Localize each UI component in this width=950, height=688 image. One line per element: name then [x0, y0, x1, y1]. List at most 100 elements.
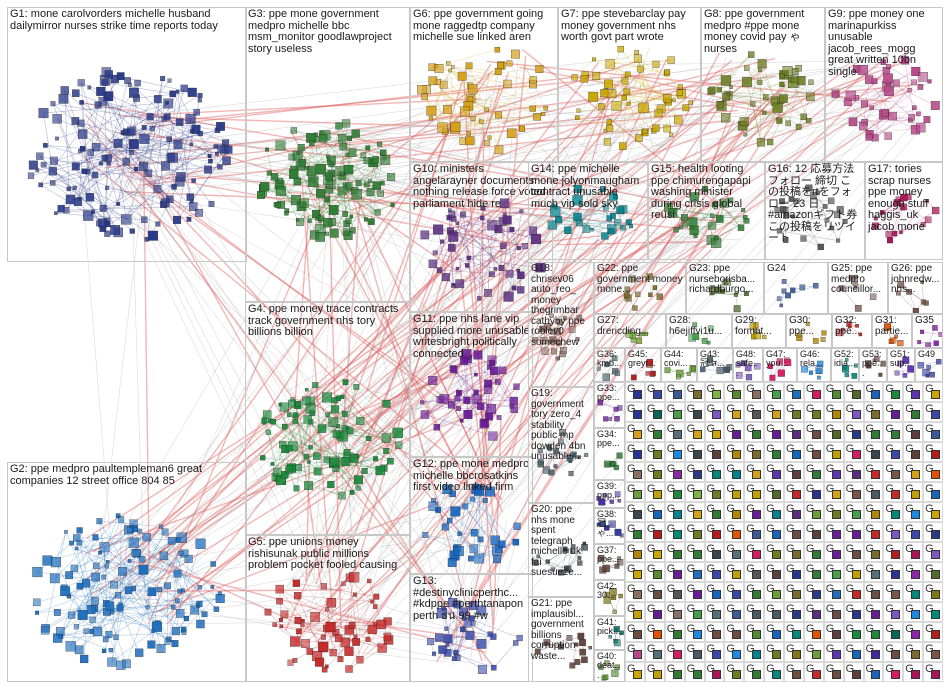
node[interactable]	[149, 125, 155, 132]
node[interactable]	[831, 590, 841, 599]
node[interactable]	[377, 190, 384, 197]
node[interactable]	[553, 464, 558, 469]
node[interactable]	[564, 548, 569, 553]
node[interactable]	[131, 549, 140, 557]
node[interactable]	[519, 209, 524, 214]
node[interactable]	[777, 369, 785, 377]
node[interactable]	[376, 619, 386, 630]
node[interactable]	[916, 122, 926, 133]
node[interactable]	[652, 470, 662, 479]
node[interactable]	[664, 69, 671, 75]
node[interactable]	[190, 129, 195, 134]
node[interactable]	[106, 560, 110, 564]
node[interactable]	[854, 363, 858, 368]
node[interactable]	[546, 444, 552, 450]
node[interactable]	[871, 570, 881, 579]
node[interactable]	[175, 598, 180, 604]
node[interactable]	[210, 585, 215, 589]
node[interactable]	[851, 490, 861, 499]
node[interactable]	[712, 410, 722, 419]
node[interactable]	[38, 108, 49, 119]
node[interactable]	[693, 233, 698, 238]
node[interactable]	[772, 610, 781, 619]
node[interactable]	[103, 91, 114, 102]
node[interactable]	[791, 68, 799, 75]
node[interactable]	[102, 636, 109, 643]
node[interactable]	[335, 122, 343, 130]
node[interactable]	[440, 239, 445, 244]
node[interactable]	[470, 116, 476, 121]
node[interactable]	[426, 105, 437, 116]
node[interactable]	[732, 670, 742, 679]
node[interactable]	[879, 210, 885, 215]
node[interactable]	[891, 410, 901, 419]
node[interactable]	[178, 550, 184, 556]
node[interactable]	[752, 610, 762, 619]
node[interactable]	[167, 152, 178, 163]
node[interactable]	[757, 67, 763, 72]
node[interactable]	[831, 490, 841, 499]
node[interactable]	[632, 470, 642, 479]
node[interactable]	[549, 336, 557, 344]
node[interactable]	[811, 490, 821, 499]
node[interactable]	[564, 565, 572, 573]
node[interactable]	[468, 615, 475, 622]
node[interactable]	[373, 456, 379, 462]
node[interactable]	[667, 56, 675, 64]
node[interactable]	[275, 185, 286, 196]
node[interactable]	[885, 231, 892, 238]
node[interactable]	[707, 356, 714, 363]
node[interactable]	[811, 410, 821, 419]
node[interactable]	[652, 490, 662, 499]
node[interactable]	[897, 340, 904, 347]
node[interactable]	[577, 632, 585, 640]
node[interactable]	[328, 417, 339, 427]
node[interactable]	[181, 630, 187, 635]
node[interactable]	[732, 530, 742, 539]
node[interactable]	[455, 266, 460, 271]
node[interactable]	[260, 455, 266, 461]
node[interactable]	[98, 161, 103, 166]
node[interactable]	[494, 145, 504, 155]
node[interactable]	[307, 218, 312, 223]
node[interactable]	[781, 279, 787, 284]
node[interactable]	[712, 650, 722, 659]
node[interactable]	[598, 498, 606, 506]
node[interactable]	[900, 56, 909, 65]
node[interactable]	[498, 366, 507, 375]
node[interactable]	[442, 484, 452, 494]
node[interactable]	[376, 141, 383, 147]
node[interactable]	[733, 305, 741, 313]
node[interactable]	[293, 485, 300, 492]
node[interactable]	[465, 136, 475, 146]
node[interactable]	[752, 570, 762, 579]
node[interactable]	[487, 631, 493, 637]
node[interactable]	[77, 79, 85, 87]
node[interactable]	[888, 111, 897, 121]
node[interactable]	[716, 101, 724, 109]
node[interactable]	[350, 454, 359, 463]
node[interactable]	[464, 263, 470, 268]
node[interactable]	[752, 490, 762, 499]
node[interactable]	[127, 82, 132, 87]
node[interactable]	[509, 226, 515, 232]
node[interactable]	[427, 638, 435, 646]
node[interactable]	[716, 87, 723, 93]
node[interactable]	[381, 433, 392, 443]
node[interactable]	[373, 593, 380, 600]
node[interactable]	[473, 350, 483, 360]
node[interactable]	[631, 374, 637, 381]
node[interactable]	[880, 360, 886, 367]
node[interactable]	[891, 530, 901, 539]
node[interactable]	[744, 291, 749, 296]
node[interactable]	[356, 656, 364, 664]
node[interactable]	[101, 154, 108, 162]
node[interactable]	[321, 666, 328, 673]
node[interactable]	[470, 496, 475, 502]
node[interactable]	[55, 136, 59, 141]
node[interactable]	[315, 232, 325, 242]
node[interactable]	[494, 378, 501, 385]
node[interactable]	[349, 214, 354, 219]
node[interactable]	[57, 205, 65, 213]
node[interactable]	[497, 62, 505, 70]
